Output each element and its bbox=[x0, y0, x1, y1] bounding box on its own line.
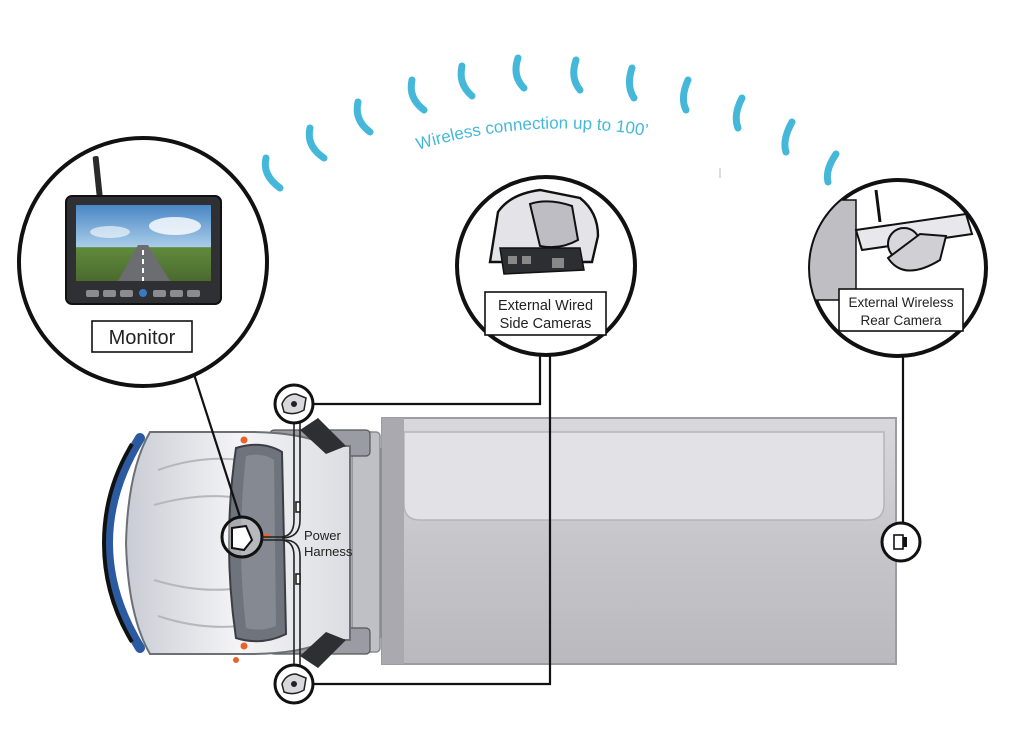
wifi-wave-arc bbox=[512, 54, 528, 92]
wifi-wave-arc bbox=[353, 98, 374, 136]
wifi-wave-arc bbox=[407, 76, 428, 114]
wifi-wave-icon bbox=[261, 54, 840, 192]
side-cameras-label-line2: Side Cameras bbox=[500, 316, 592, 332]
mirror-camera-icon bbox=[273, 663, 315, 705]
wireless-connection-label: Wireless connection up to 100’ bbox=[414, 113, 650, 153]
wifi-wave-arc bbox=[732, 94, 746, 132]
rear-camera-label-line2: Rear Camera bbox=[860, 313, 942, 328]
rear-camera-icon bbox=[810, 189, 974, 301]
wifi-wave-arc bbox=[305, 124, 328, 162]
side-cameras-callout: External Wired Side Cameras bbox=[455, 175, 637, 357]
trailer bbox=[372, 417, 897, 665]
monitor-icon bbox=[65, 156, 222, 305]
monitor-callout: Monitor bbox=[17, 136, 269, 388]
wifi-wave-arc bbox=[570, 56, 584, 94]
wifi-wave-arc bbox=[457, 62, 476, 100]
mirror-camera-icon bbox=[273, 383, 315, 425]
side-camera-icon bbox=[488, 188, 600, 275]
wifi-wave-arc bbox=[261, 154, 284, 192]
monitor-label: Monitor bbox=[109, 327, 176, 349]
rear-camera-label-line1: External Wireless bbox=[848, 295, 953, 310]
wifi-wave-arc bbox=[625, 64, 638, 102]
cab-monitor-marker bbox=[220, 515, 264, 559]
rear-camera-callout: External Wireless Rear Camera bbox=[808, 178, 988, 358]
wifi-wave-arc bbox=[781, 118, 796, 156]
wifi-wave-arc bbox=[679, 76, 692, 114]
power-harness-label-line2: Harness bbox=[304, 544, 353, 559]
power-harness-label-line1: Power bbox=[304, 528, 342, 543]
side-cameras-label-line1: External Wired bbox=[498, 298, 593, 314]
wifi-wave-arc bbox=[823, 150, 840, 186]
license-plate-camera-icon bbox=[880, 521, 922, 563]
power-harness-wiring bbox=[262, 404, 301, 684]
connector-lines bbox=[190, 352, 905, 686]
